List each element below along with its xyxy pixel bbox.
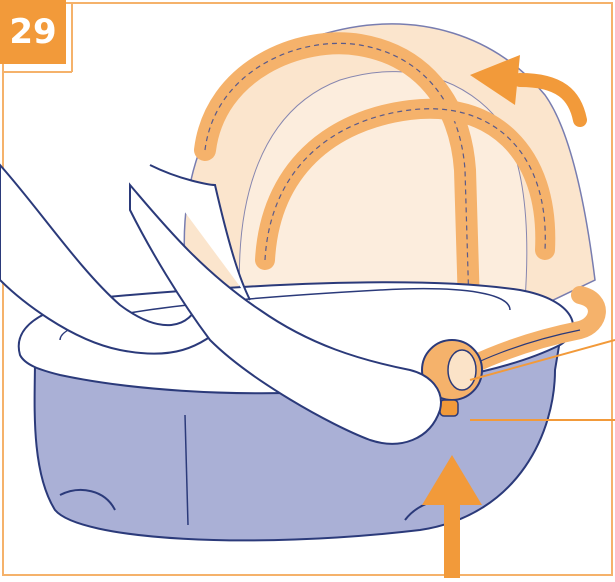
step-number-badge: 29	[0, 0, 66, 64]
step-number: 29	[9, 12, 56, 52]
